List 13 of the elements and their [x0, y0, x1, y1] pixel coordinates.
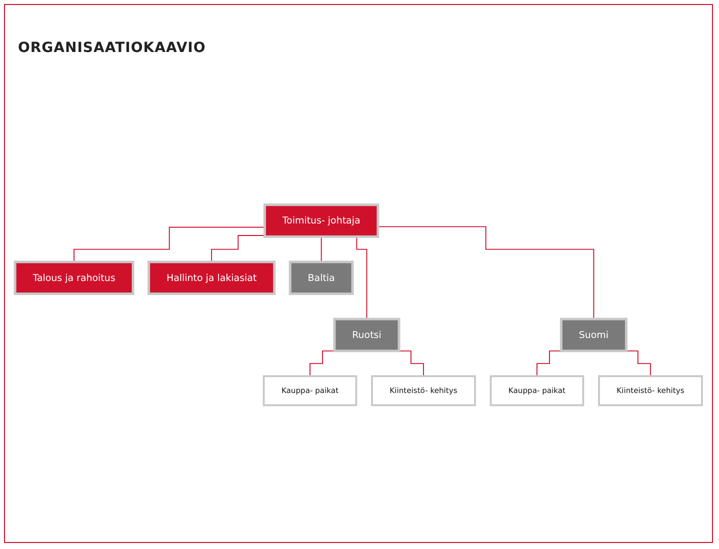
- node-box: Hallinto ja lakiasiat: [148, 260, 276, 296]
- connector: [377, 226, 594, 320]
- node-box: Ruotsi: [333, 318, 400, 352]
- node-box: Toimitus- johtaja: [263, 204, 380, 238]
- node-box: Baltia: [288, 260, 354, 296]
- chart-title: ORGANISAATIOKAAVIO: [18, 40, 206, 56]
- node-box: Suomi: [560, 318, 628, 352]
- node-box: Talous ja rahoitus: [14, 260, 134, 296]
- connector: [310, 350, 336, 377]
- connector: [624, 350, 651, 377]
- connector: [211, 235, 266, 262]
- connector: [74, 226, 266, 262]
- connector: [398, 350, 424, 377]
